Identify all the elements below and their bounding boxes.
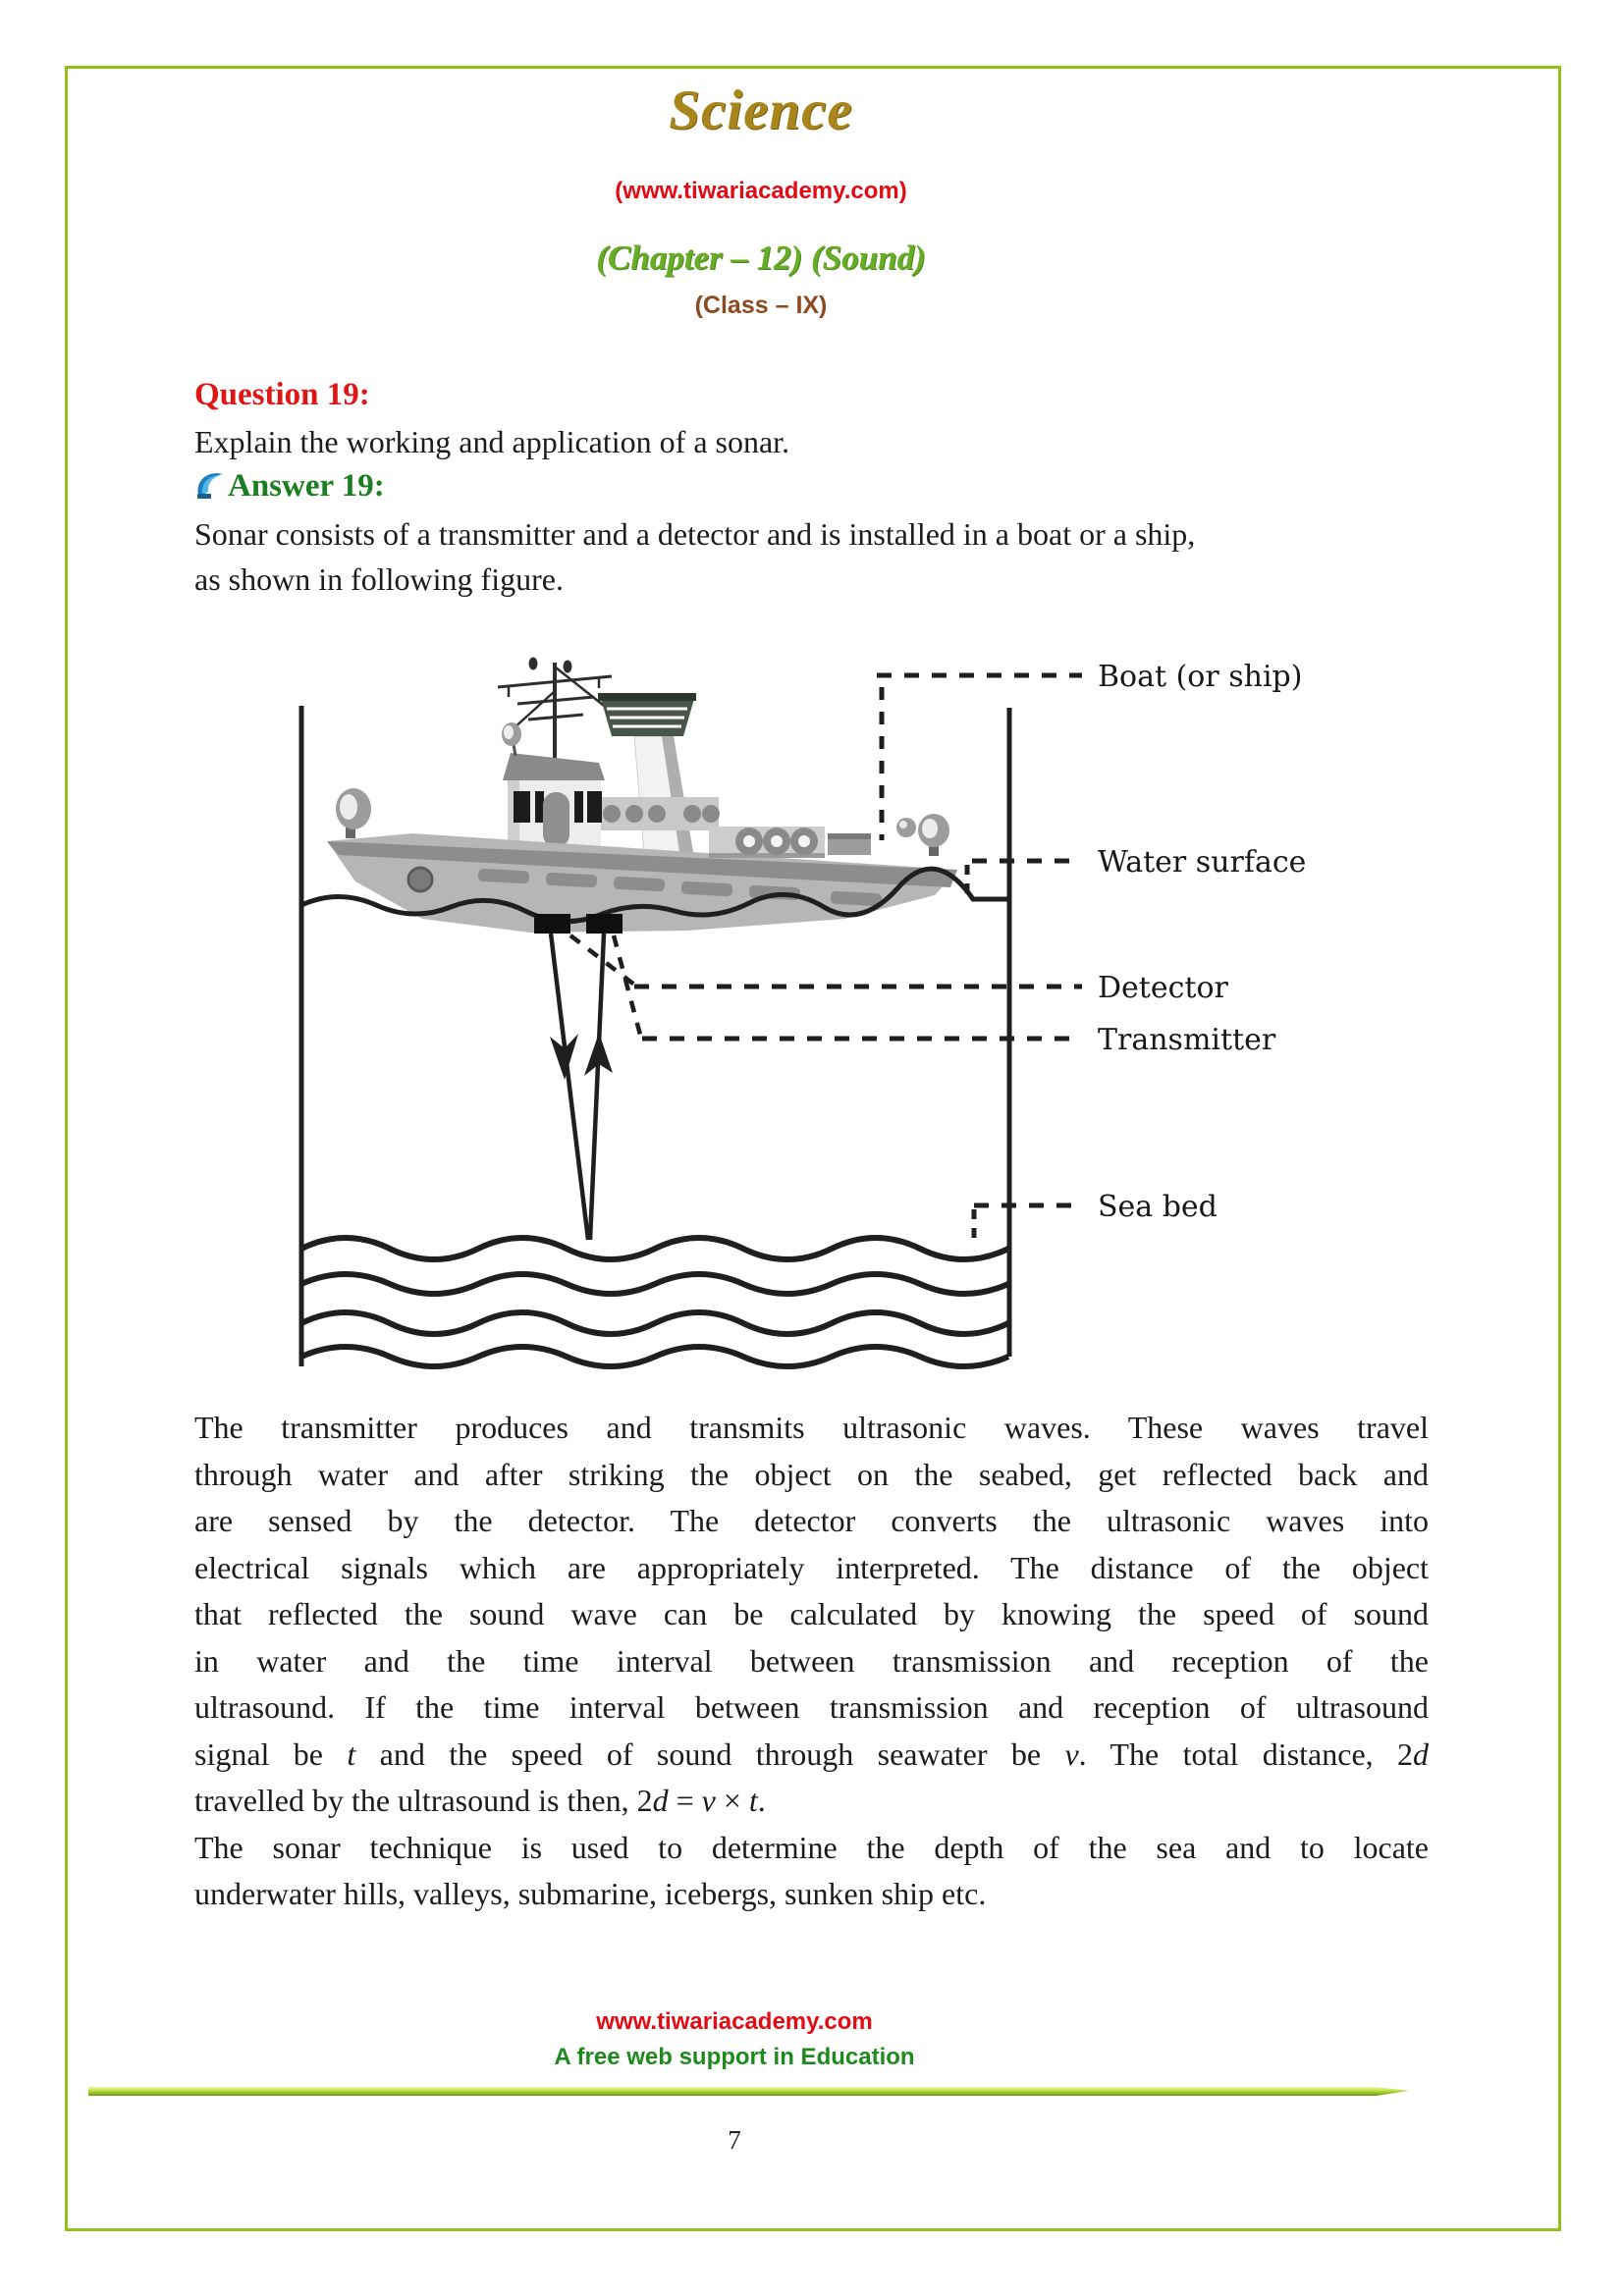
question-heading: Question 19: <box>194 377 370 412</box>
body-line: are sensed by the detector. The detector… <box>194 1503 1429 1538</box>
answer-heading-text: Answer 19: <box>228 468 385 504</box>
leader-lines <box>568 672 1084 1243</box>
page-title: Science <box>669 80 853 141</box>
cabin-window <box>587 791 602 823</box>
body-line: signal be t and the speed of sound throu… <box>194 1735 1430 1772</box>
cabin-window <box>535 791 544 823</box>
cabin-window <box>514 791 530 823</box>
porthole <box>406 866 434 893</box>
footer-website: www.tiwariacademy.com <box>596 2008 873 2035</box>
label-transmitter: Transmitter <box>1098 1023 1276 1057</box>
body-line: underwater hills, valleys, submarine, ic… <box>194 1876 987 1911</box>
label-water-surface: Water surface <box>1098 845 1306 880</box>
up-arrowhead <box>584 1033 613 1076</box>
cabin-window <box>574 791 583 823</box>
page-number: 7 <box>728 2125 741 2155</box>
sonar-diagram: Boat (or ship) Water surface Detector Tr… <box>298 657 1306 1369</box>
cabin-door <box>543 792 569 847</box>
answer-intro-line1: Sonar consists of a transmitter and a de… <box>194 516 1196 552</box>
down-arrowhead <box>550 1034 578 1080</box>
body-line: that reflected the sound wave can be cal… <box>194 1596 1429 1631</box>
transmitter-box <box>586 914 623 934</box>
body-line: The sonar technique is used to determine… <box>194 1829 1429 1865</box>
water-surface-line <box>299 866 1009 925</box>
cabin <box>502 722 605 855</box>
tiwari-academy-logo-icon <box>194 468 226 508</box>
body-line: in water and the time interval between t… <box>194 1642 1429 1679</box>
detector-box <box>534 914 570 934</box>
sea-bed-waves <box>299 1235 1010 1369</box>
body-line: ultrasound. If the time interval between… <box>194 1689 1429 1725</box>
bow-lamp <box>336 788 371 838</box>
lifebuoys <box>709 827 825 858</box>
body-line: electrical signals which are appropriate… <box>194 1549 1429 1585</box>
boat-illustration <box>327 657 957 933</box>
label-boat: Boat (or ship) <box>1098 660 1302 694</box>
answer-heading: Answer 19: <box>194 468 1429 508</box>
answer-intro-line2: as shown in following figure. <box>194 561 564 597</box>
header-website: (www.tiwariacademy.com) <box>615 178 907 204</box>
label-detector: Detector <box>1098 971 1229 1005</box>
deck-structure <box>599 797 720 830</box>
stern-lamp <box>918 814 949 856</box>
question-text: Explain the working and application of a… <box>194 424 790 459</box>
label-sea-bed: Sea bed <box>1098 1190 1218 1224</box>
stern-gear <box>828 818 916 855</box>
chapter-heading: (Chapter – 12) (Sound) <box>596 239 926 277</box>
body-line: travelled by the ultrasound is then, 2d … <box>194 1783 766 1818</box>
footer-divider-bar <box>88 2087 1409 2096</box>
footer-tagline: A free web support in Education <box>554 2044 915 2070</box>
page-border-frame <box>65 66 1561 2231</box>
ultrasound-rays <box>548 933 613 1241</box>
hull <box>327 833 957 933</box>
body-paragraph: The transmitter produces and transmits u… <box>194 1405 1429 1918</box>
class-heading: (Class – IX) <box>694 292 828 319</box>
body-line: through water and after striking the obj… <box>194 1456 1429 1492</box>
body-line: The transmitter produces and transmits u… <box>194 1410 1429 1445</box>
